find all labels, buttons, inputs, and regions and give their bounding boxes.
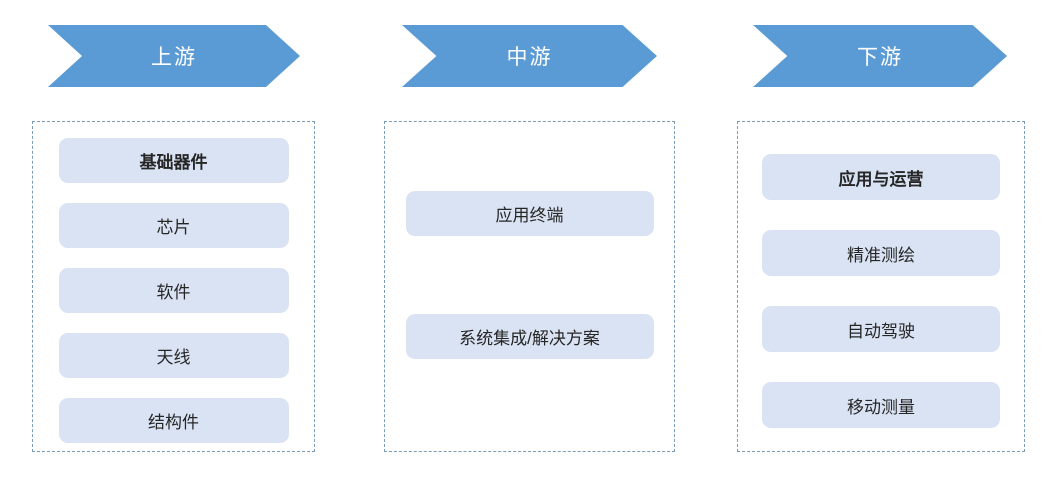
upstream-group-box: 基础器件 芯片 软件 天线 结构件 — [32, 121, 315, 452]
chain-item-label: 移动测量 — [847, 397, 915, 417]
chain-item-label: 软件 — [156, 283, 191, 302]
chain-item: 自动驾驶 — [762, 306, 1000, 352]
chain-item: 系统集成/解决方案 — [405, 314, 654, 359]
stage-arrow-upstream: 上游 — [48, 25, 300, 87]
chain-item: 芯片 — [58, 203, 289, 248]
chain-item-label: 精准测绘 — [847, 245, 915, 265]
chain-item: 移动测量 — [762, 382, 1000, 428]
chain-item-label: 系统集成/解决方案 — [459, 329, 600, 348]
chain-item-label: 结构件 — [148, 413, 199, 432]
chain-item-label: 基础器件 — [139, 153, 208, 172]
chain-item: 天线 — [58, 333, 289, 378]
chain-item: 应用终端 — [405, 191, 654, 236]
chain-item: 精准测绘 — [762, 230, 1000, 276]
stage-arrow-label: 中游 — [506, 46, 553, 69]
chain-item-label: 应用终端 — [495, 206, 564, 225]
midstream-group-box: 应用终端 系统集成/解决方案 — [384, 121, 675, 452]
chain-item-label: 自动驾驶 — [847, 321, 915, 341]
chain-item-label: 天线 — [156, 348, 191, 367]
stage-arrow-downstream: 下游 — [753, 25, 1007, 87]
stage-arrow-midstream: 中游 — [402, 25, 657, 87]
chain-item-label: 芯片 — [156, 218, 191, 237]
chain-item: 软件 — [58, 268, 289, 313]
chain-item-label: 应用与运营 — [838, 169, 924, 189]
stage-arrow-label: 下游 — [857, 46, 903, 69]
chain-item: 结构件 — [58, 398, 289, 443]
chain-item: 基础器件 — [58, 138, 289, 183]
chain-item: 应用与运营 — [762, 154, 1000, 200]
downstream-group-box: 应用与运营 精准测绘 自动驾驶 移动测量 — [737, 121, 1025, 452]
stage-arrow-label: 上游 — [151, 46, 197, 69]
